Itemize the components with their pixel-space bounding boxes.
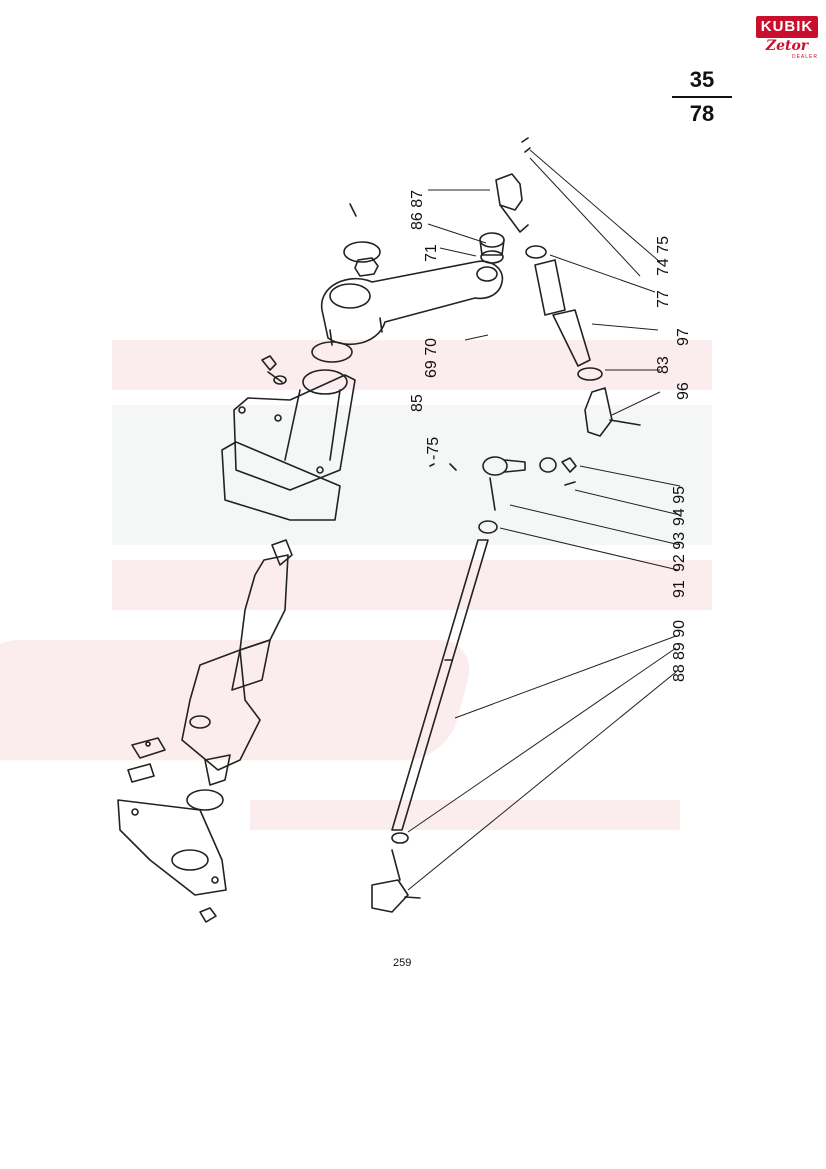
- callout-91: 91: [671, 580, 688, 598]
- seal-ring: [311, 341, 353, 363]
- washer-85: [539, 457, 557, 473]
- page-ref-numerator: 35: [689, 67, 715, 92]
- tie-rod: [391, 539, 489, 831]
- nut-91: [478, 520, 498, 534]
- dealer-logo: KUBIK Zetor DEALER: [756, 16, 818, 60]
- callout-92-93: 92 93: [671, 531, 688, 572]
- watermark: [0, 340, 712, 830]
- callout-94-95: 94 95: [671, 485, 688, 526]
- nut-94: [561, 457, 577, 473]
- callout-88: 88: [671, 664, 688, 682]
- ball-joint-96: [584, 387, 641, 437]
- top-nut: [349, 203, 379, 277]
- callout-83: 83: [655, 356, 672, 374]
- callout-71: 71: [423, 244, 440, 262]
- small-pins: [521, 137, 531, 153]
- lower-ball-joint: [371, 849, 421, 913]
- steering-housing: [221, 369, 356, 521]
- page-ref-denominator: 78: [689, 101, 715, 126]
- callout-85: 85: [409, 394, 426, 412]
- callout-96: 96: [675, 382, 692, 400]
- bottom-nut: [199, 907, 217, 923]
- leader-lines: [407, 149, 681, 891]
- logo-brand: KUBIK: [756, 16, 818, 38]
- lower-seal-ring: [186, 789, 224, 811]
- callout-77: 77: [655, 290, 672, 308]
- callout-97: 97: [675, 328, 692, 346]
- callout-86-87: 86 87: [409, 189, 426, 230]
- drop-arm: [321, 260, 504, 346]
- logo-script: Zetor: [765, 38, 809, 54]
- logo-sub: DEALER: [791, 54, 818, 60]
- nut-89: [391, 832, 409, 844]
- fraction-bar: [672, 96, 732, 98]
- tube-97: [534, 259, 591, 367]
- page-number: 259: [393, 957, 412, 969]
- page-reference: 35 78: [672, 66, 732, 128]
- housing-bolt: [261, 355, 287, 385]
- callout-89-90: 89 90: [671, 619, 688, 660]
- callout-74-75: 74 75: [655, 235, 672, 276]
- small-pin-75: [429, 463, 457, 471]
- callout-69-70: 69 70: [423, 337, 440, 378]
- watermark-center: [112, 405, 712, 545]
- nut-83: [577, 367, 603, 381]
- bottom-cover: [117, 799, 227, 896]
- steering-shaft: [181, 539, 293, 786]
- lower-bracket: [127, 737, 166, 783]
- ball-joint-85: [482, 456, 526, 511]
- washer-top: [343, 241, 381, 263]
- callout-minus-75: -75: [425, 436, 442, 460]
- ball-joint-71: [479, 232, 505, 264]
- nut-77: [525, 245, 547, 259]
- split-pin-95: [564, 481, 576, 486]
- upper-ball-joint: [495, 173, 529, 233]
